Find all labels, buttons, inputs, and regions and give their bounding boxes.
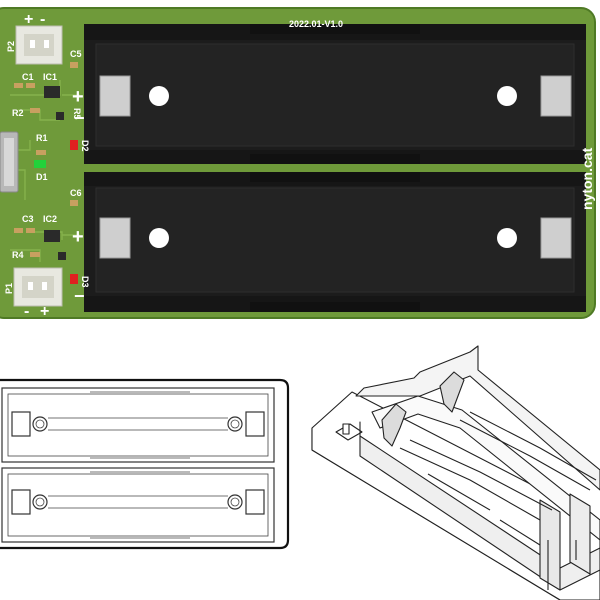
polarity-cell2-minus: − bbox=[74, 286, 85, 306]
polarity-bottom-minus: - bbox=[24, 303, 29, 320]
label-p1: P1 bbox=[4, 283, 14, 294]
pcb-render: 2022.01-V1.0 nyton.cat P2 P1 C1 IC1 R2 R… bbox=[0, 7, 596, 320]
polarity-cell1-plus: + bbox=[72, 86, 84, 108]
smd-components bbox=[14, 62, 78, 260]
pcb-board-edge bbox=[0, 7, 596, 319]
contact-bottom-left bbox=[99, 217, 131, 259]
label-c6: C6 bbox=[70, 188, 82, 198]
led-d1 bbox=[34, 160, 46, 168]
label-ic2: IC2 bbox=[43, 214, 57, 224]
polarity-top-plus: + bbox=[24, 11, 33, 28]
label-d3: D3 bbox=[80, 276, 90, 288]
connector-p1 bbox=[13, 267, 63, 307]
usb-connector bbox=[0, 131, 19, 193]
polarity-cell2-plus: + bbox=[72, 226, 84, 248]
holder-isometric-view bbox=[311, 345, 600, 600]
label-c3: C3 bbox=[22, 214, 34, 224]
polarity-bottom-plus: + bbox=[40, 303, 49, 320]
battery-holder-top bbox=[84, 24, 586, 164]
polarity-top-minus: - bbox=[40, 11, 45, 28]
contact-top-right bbox=[540, 75, 572, 117]
mount-hole bbox=[149, 86, 169, 106]
led-d2 bbox=[70, 140, 78, 150]
connector-p2 bbox=[15, 25, 63, 65]
pcb-version-label: 2022.01-V1.0 bbox=[289, 19, 343, 29]
mount-hole bbox=[149, 228, 169, 248]
label-c1: C1 bbox=[22, 72, 34, 82]
pcb-edge-text: nyton.cat bbox=[579, 147, 595, 210]
label-ic1: IC1 bbox=[43, 72, 57, 82]
label-r4: R4 bbox=[12, 250, 24, 260]
mount-hole bbox=[497, 86, 517, 106]
label-c5: C5 bbox=[70, 49, 82, 59]
polarity-cell1-minus: − bbox=[74, 108, 85, 128]
contact-top-left bbox=[99, 75, 131, 117]
mount-hole bbox=[497, 228, 517, 248]
battery-holder-bottom bbox=[84, 172, 586, 312]
label-r1: R1 bbox=[36, 133, 48, 143]
label-r5: R5 bbox=[72, 108, 82, 120]
label-r2: R2 bbox=[12, 108, 24, 118]
contact-bottom-right bbox=[540, 217, 572, 259]
label-p2: P2 bbox=[6, 41, 16, 52]
led-d3 bbox=[70, 274, 78, 284]
holder-outline-view bbox=[0, 378, 290, 550]
label-d2: D2 bbox=[80, 140, 90, 152]
label-d1: D1 bbox=[36, 172, 48, 182]
